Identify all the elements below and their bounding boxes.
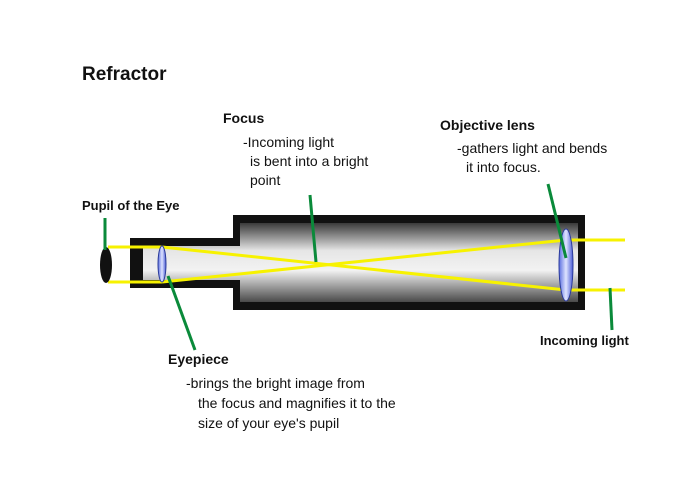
objective-desc-line-1: -gathers light and bends: [457, 140, 608, 156]
eyepiece-desc-line-3: size of your eye's pupil: [198, 415, 340, 431]
objective-desc-line-2: it into focus.: [466, 159, 541, 175]
light-rays: [108, 238, 625, 292]
diagram-title: Refractor: [82, 64, 167, 85]
eyepiece-desc-line-1: -brings the bright image from: [186, 375, 365, 391]
pupil-shape: [100, 247, 112, 283]
objective-pointer: [546, 183, 568, 259]
pupil-label: Pupil of the Eye: [82, 198, 180, 213]
focus-desc-line-1: -Incoming light: [243, 134, 335, 150]
incoming-pointer: [608, 287, 614, 331]
focus-desc-line-3: point: [250, 172, 281, 188]
objective-lens-label: Objective lens: [440, 117, 535, 133]
focus-pointer: [308, 194, 318, 263]
eyepiece-label: Eyepiece: [168, 351, 229, 367]
converging-ray-upper: [161, 238, 567, 284]
pointer-lines: [103, 183, 614, 351]
focus-desc-line-2: is bent into a bright: [250, 153, 369, 169]
eyepiece-lens: [157, 245, 167, 283]
converging-ray-lower: [161, 245, 567, 292]
eyepiece-desc-line-2: the focus and magnifies it to the: [198, 395, 396, 411]
incoming-light-label: Incoming light: [540, 333, 629, 348]
focus-label: Focus: [223, 110, 265, 126]
eyepiece-pointer: [166, 275, 197, 351]
